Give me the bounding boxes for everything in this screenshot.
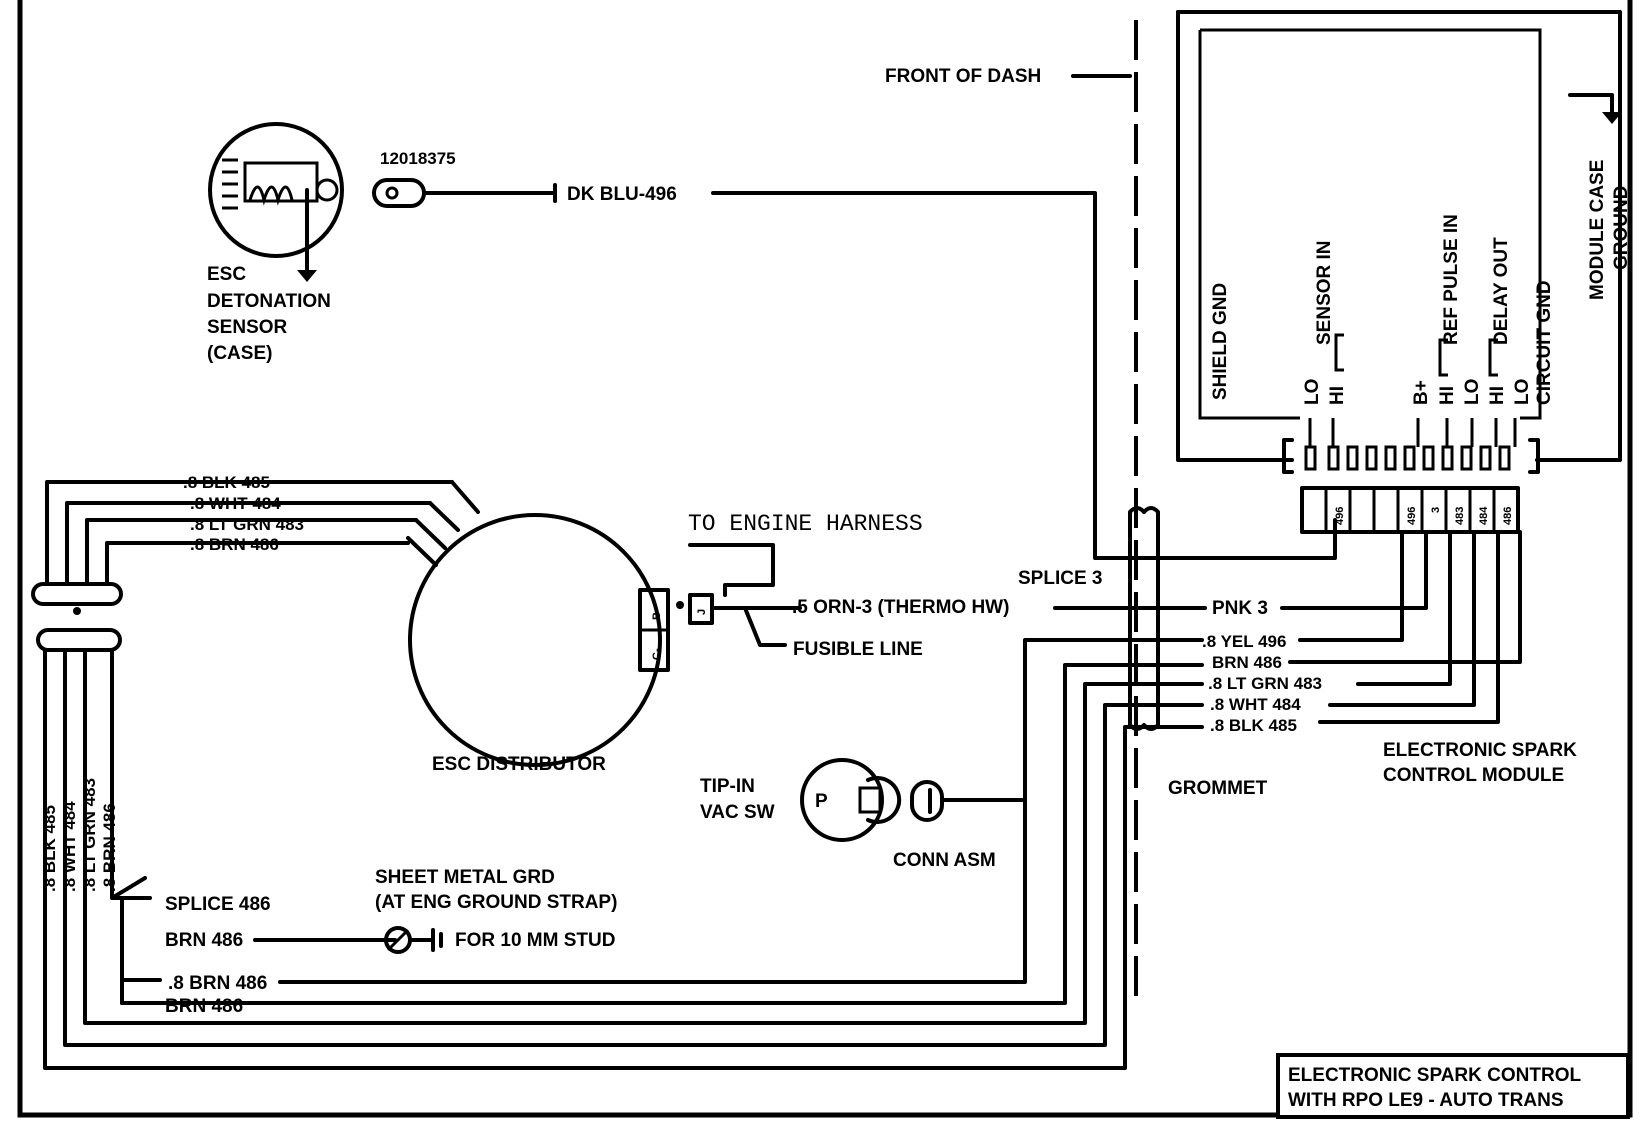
label-hi-sensor: HI (1327, 386, 1348, 405)
label-escm1: ELECTRONIC SPARK (1383, 740, 1577, 761)
label-yel496: .8 YEL 496 (1202, 632, 1286, 651)
label-splice486: SPLICE 486 (165, 894, 271, 915)
label-shield-gnd: SHIELD GND (1210, 283, 1231, 400)
label-esc-distributor: ESC DISTRIBUTOR (432, 754, 606, 775)
label-sensor: SENSOR (207, 317, 288, 338)
label-front-of-dash: FRONT OF DASH (885, 66, 1041, 87)
label-brn486: .8 BRN 486 (190, 535, 279, 554)
label-vacsw: VAC SW (700, 802, 775, 823)
label-p: P (815, 791, 828, 812)
title-block (1276, 1053, 1630, 1119)
label-blk485: .8 BLK 485 (183, 473, 270, 492)
vlabel-ltgrn: .8 LT GRN 483 (80, 778, 99, 892)
wire-wht484-r (1328, 530, 1476, 707)
label-wht484: .8 WHT 484 (190, 494, 281, 513)
vlabel-brn: .8 BRN 486 (100, 803, 119, 892)
label-escm2: CONTROL MODULE (1383, 765, 1564, 786)
label-ltgrn483-r: .8 LT GRN 483 (1208, 674, 1322, 693)
title-line1: ELECTRONIC SPARK CONTROL (1288, 1065, 1581, 1086)
label-ltgrn483: .8 LT GRN 483 (190, 515, 304, 534)
dist-b-pin: B- (651, 608, 663, 620)
wire-dk-blu (711, 191, 1337, 560)
label-detonation: DETONATION (207, 291, 331, 312)
pin-484: 484 (1478, 506, 1490, 525)
dist-c-pin: C- (651, 648, 663, 660)
diagram-frame (17, 0, 1633, 1118)
label-circuit-gnd: CIRCUIT GND (1534, 280, 1555, 405)
label-module-ground: GROUND (1611, 186, 1632, 270)
label-lo-sensor: LO (1302, 379, 1323, 405)
conn-j: J (696, 609, 708, 615)
vlabel-blk: .8 BLK 485 (40, 805, 59, 892)
module-connector (1300, 486, 1520, 534)
detonation-sensor (208, 122, 344, 282)
part-number: 12018375 (380, 149, 456, 168)
spark-control-module (1176, 10, 1622, 474)
left-wires-top (45, 480, 480, 586)
label-sensor-in: SENSOR IN (1314, 240, 1335, 345)
label-tipin: TIP-IN (700, 776, 755, 797)
label-brn486-a: BRN 486 (165, 930, 243, 951)
pin-483: 483 (1454, 507, 1466, 525)
vlabel-wht: .8 WHT 484 (60, 801, 79, 892)
label-grommet: GROMMET (1168, 778, 1268, 799)
label-lo-delay: LO (1512, 379, 1533, 405)
label-ref-pulse-in: REF PULSE IN (1441, 214, 1462, 345)
wire-ltgrn483-r (1356, 530, 1452, 686)
wire-brn486-r (1288, 530, 1522, 664)
esc-distributor (408, 513, 670, 767)
pin-3: 3 (1430, 507, 1442, 513)
label-wht484-r: .8 WHT 484 (1210, 695, 1301, 714)
label-case: (CASE) (207, 343, 272, 364)
label-sheet-metal-grd: SHEET METAL GRD (375, 867, 555, 888)
pin-496a: 496 (1334, 507, 1346, 525)
label-brn486-b: .8 BRN 486 (168, 973, 267, 994)
wire-pnk3 (1280, 530, 1428, 610)
ground-stud (253, 926, 443, 954)
wire-yel496 (1298, 530, 1404, 642)
label-orn3: .5 ORN-3 (THERMO HW) (792, 597, 1009, 618)
label-brn486-c: BRN 486 (165, 996, 243, 1017)
wire-blk485-r (1318, 530, 1500, 724)
label-hi-delay: HI (1487, 386, 1508, 405)
label-conn-asm: CONN ASM (893, 850, 996, 871)
label-hi-ref: HI (1437, 386, 1458, 405)
sensor-connector (372, 178, 557, 208)
label-esc: ESC (207, 264, 246, 285)
label-brn486-r: BRN 486 (1212, 653, 1282, 672)
title-line2: WITH RPO LE9 - AUTO TRANS (1288, 1090, 1564, 1111)
label-splice3: SPLICE 3 (1018, 568, 1102, 589)
label-lo-ref: LO (1462, 379, 1483, 405)
label-delay-out: DELAY OUT (1491, 237, 1512, 345)
tipin-vac-switch (800, 758, 1027, 842)
pin-486: 486 (1502, 507, 1514, 525)
label-for10mm: FOR 10 MM STUD (455, 930, 615, 951)
label-blk485-r: .8 BLK 485 (1210, 716, 1297, 735)
label-to-engine-harness: TO ENGINE HARNESS (688, 511, 923, 537)
label-module-case: MODULE CASE (1587, 160, 1608, 300)
left-connector (31, 582, 123, 652)
pin-496b: 496 (1406, 507, 1418, 525)
engine-harness-connector (676, 543, 802, 647)
label-bplus: B+ (1411, 380, 1432, 405)
label-pnk3: PNK 3 (1212, 598, 1268, 619)
label-fusible-line: FUSIBLE LINE (793, 639, 923, 660)
label-at-eng-ground: (AT ENG GROUND STRAP) (375, 892, 617, 913)
label-dk-blu: DK BLU-496 (567, 184, 677, 205)
